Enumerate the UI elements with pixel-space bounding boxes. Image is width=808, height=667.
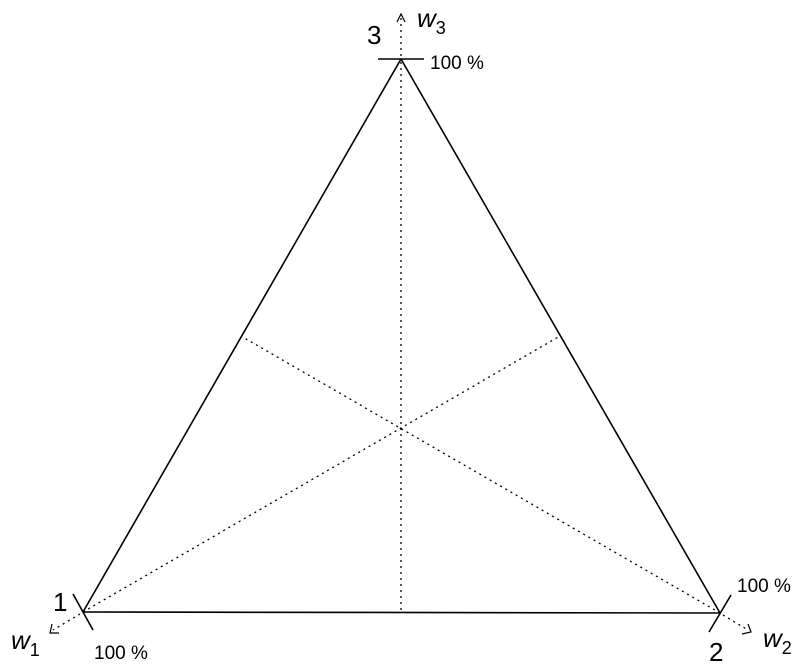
arrow-w2-icon [741,623,752,635]
axis-subscript-w1: 1 [30,640,40,660]
axis-label-w1: w1 [11,625,40,660]
edge-1-2 [82,611,721,614]
axis-subscript-w3: 3 [436,18,446,38]
arrow-w1-icon [49,623,59,634]
axis-name-w1: w [11,625,32,655]
axis-label-w3: w3 [417,3,446,38]
arrow-w3-icon [396,12,406,23]
tick-vertex-1 [72,593,94,631]
axis-extensions [52,16,749,631]
axis-name-w2: w [763,623,784,653]
percent-label-3: 100 % [430,53,484,74]
vertex-label-1: 1 [53,587,67,617]
vertex-label-2: 2 [709,637,723,667]
axis-label-w2: w2 [763,623,792,658]
triangle-edges [82,58,721,614]
tick-vertex-2 [708,594,732,633]
axis-arrowheads [49,12,752,635]
axis-w2-extension [722,614,749,631]
percent-label-1: 100 % [94,643,148,664]
edge-1-3 [82,58,402,613]
axis-name-w3: w [417,3,438,33]
edge-3-2 [400,58,721,614]
vertex-ticks [72,58,732,633]
axis-subscript-w2: 2 [782,638,792,658]
percent-label-2: 100 % [737,576,791,597]
vertex-label-3: 3 [367,20,381,50]
median-from-2 [240,335,721,614]
median-from-1 [82,335,561,613]
median-lines [82,62,721,614]
